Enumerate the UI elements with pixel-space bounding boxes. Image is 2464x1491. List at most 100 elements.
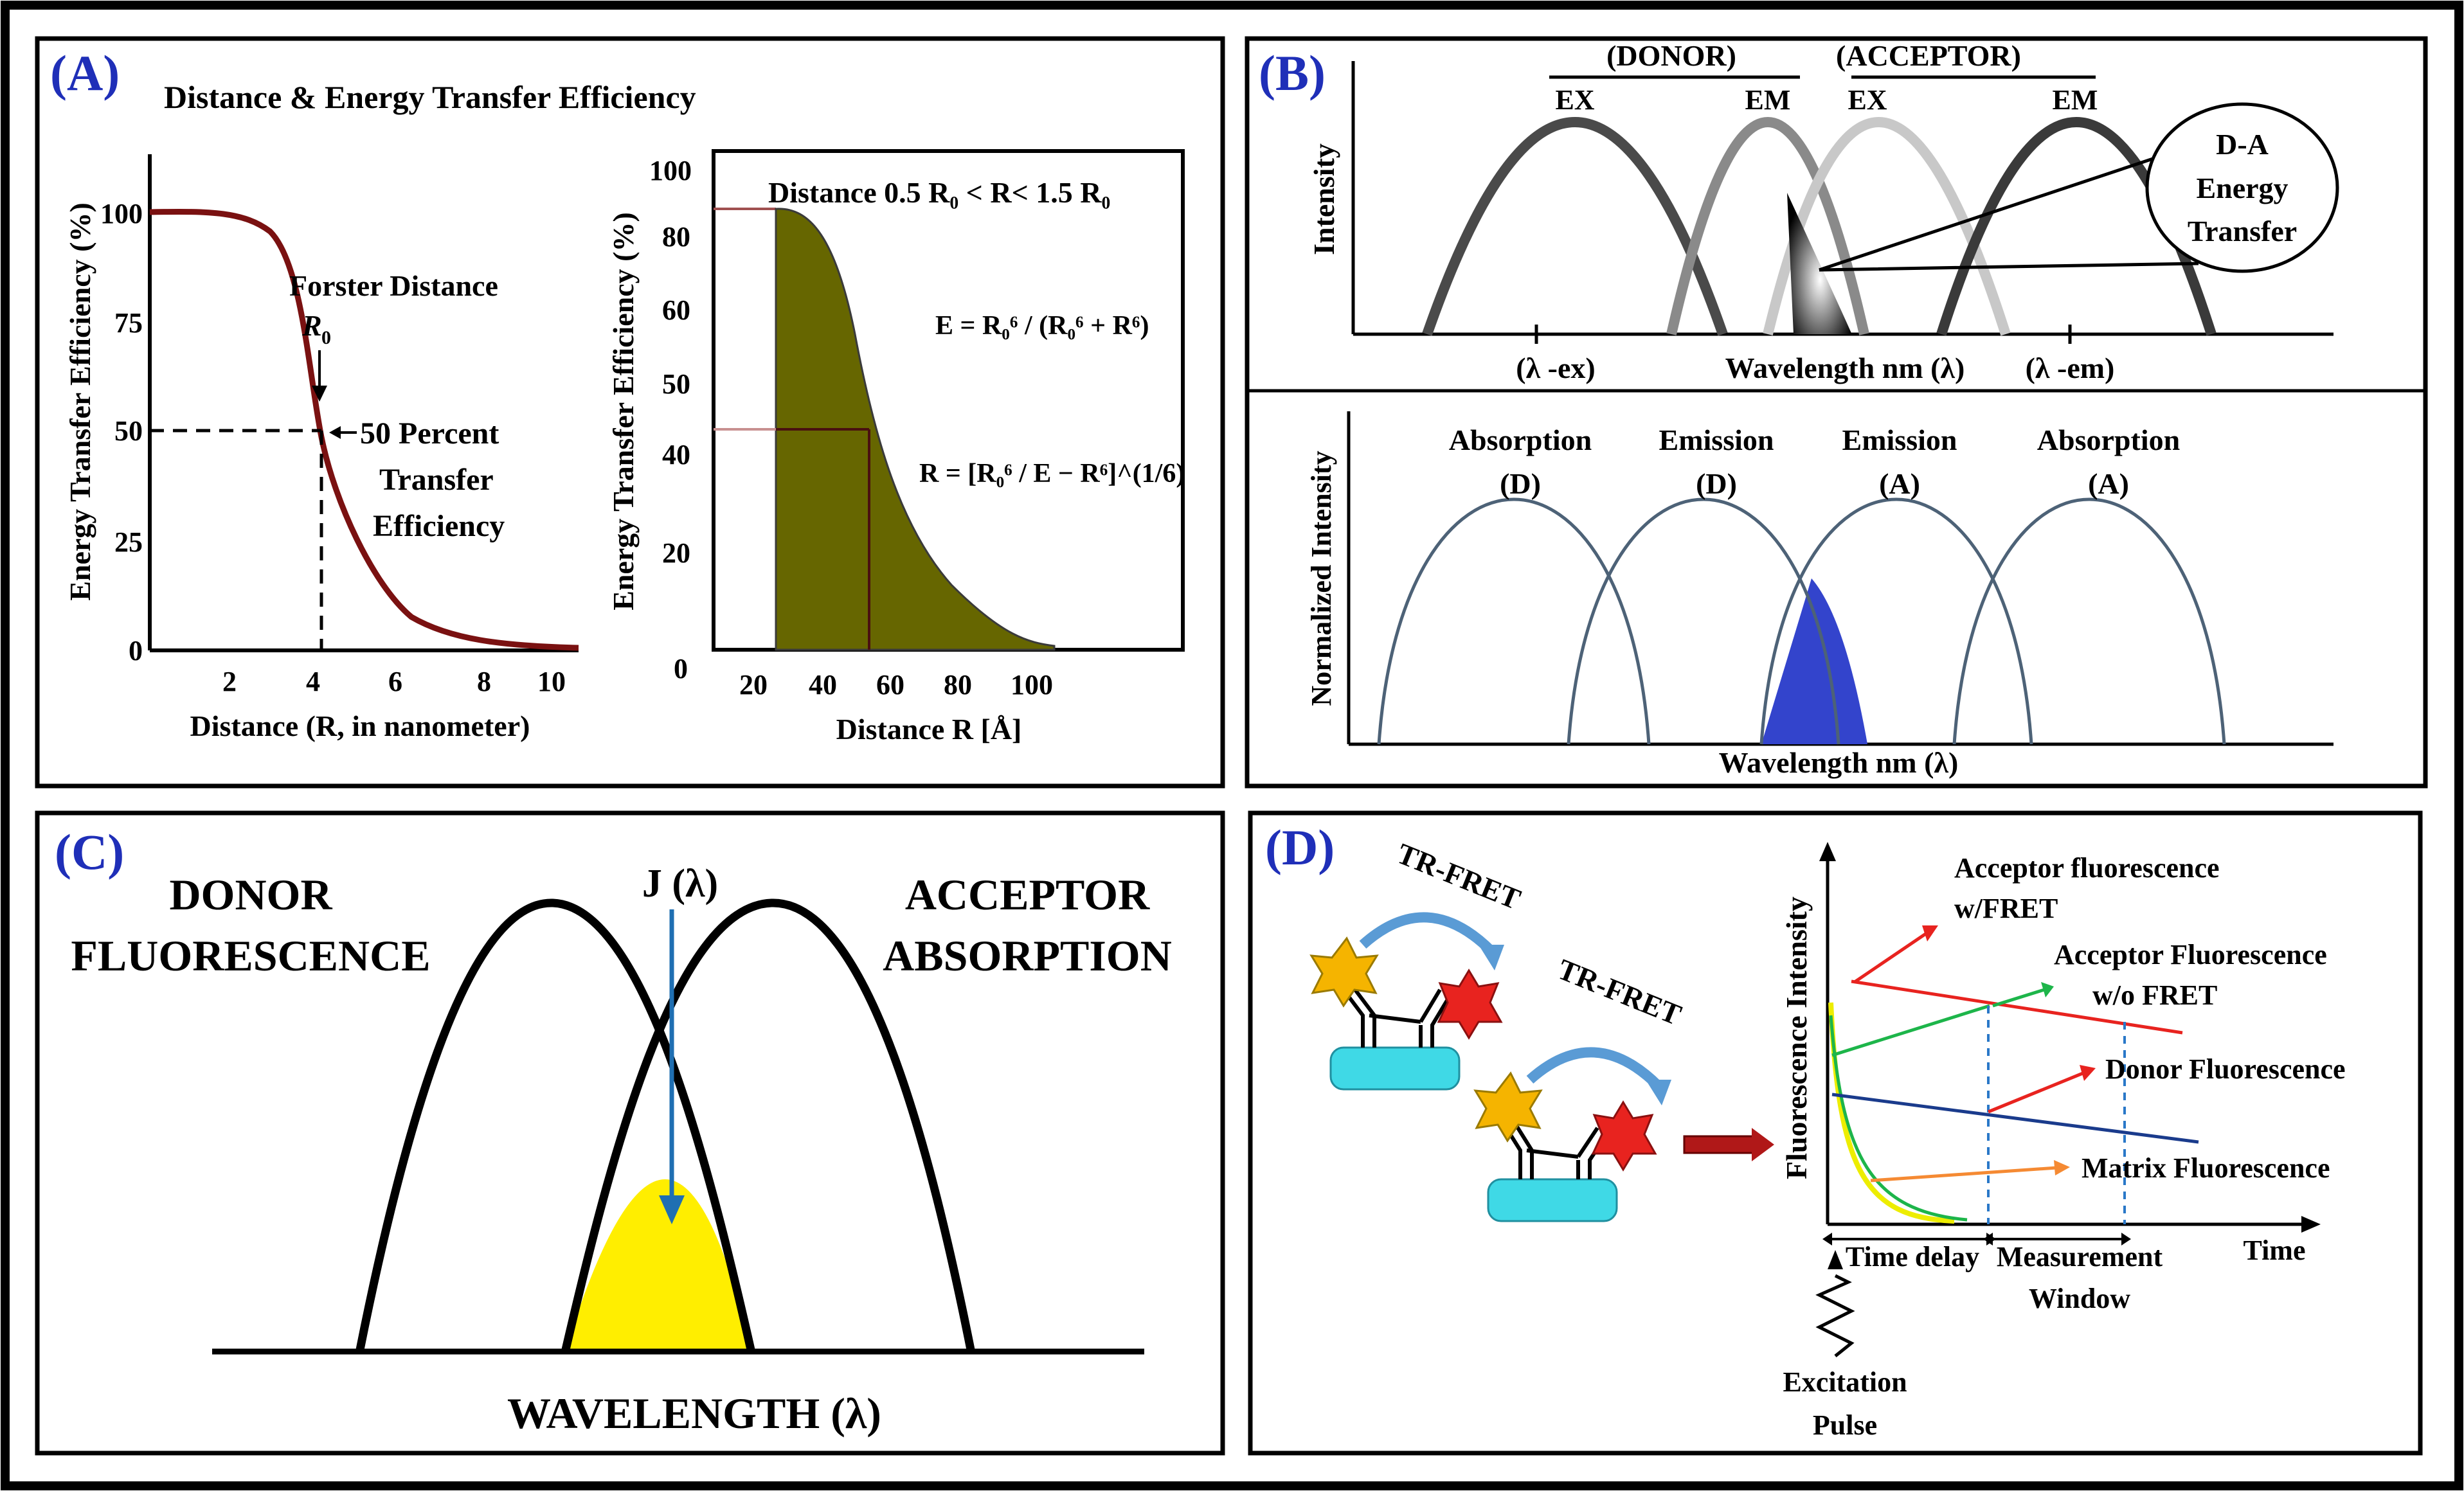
tr-y-label: Fluorescence Intensity (1780, 897, 1813, 1179)
sigmoid-chart: 100 75 50 25 0 2 4 6 8 10 Energy Transfe… (64, 154, 579, 742)
donor-em-curve (1666, 117, 1869, 335)
callout-pointer (1819, 146, 2199, 272)
panel-b-letter: (B) (1259, 45, 1326, 101)
donor-fluorophore-1 (1309, 936, 1379, 1008)
excitation-label-1: Excitation (1783, 1366, 1907, 1398)
acceptor-nofret-line (1831, 1004, 1990, 1057)
forster-label: Forster Distance (289, 269, 498, 302)
panel-c-letter: (C) (55, 824, 124, 880)
panel-b: (B) Intensity (λ -ex) Wavelength nm (λ) … (1245, 36, 2428, 789)
donor-fl-label: Donor Fluorescence (2105, 1053, 2346, 1085)
curve-label-1b: (D) (1500, 467, 1541, 500)
panel-a-frame (35, 36, 1225, 789)
antibody-2 (1502, 1123, 1611, 1179)
acceptor-label-1: ACCEPTOR (905, 870, 1150, 919)
window-bracket-left (1983, 1233, 1993, 1245)
donor-pointer (1988, 1071, 2083, 1114)
acceptor-nofret-label-1: Acceptor Fluorescence (2054, 939, 2327, 970)
acceptor-em-label: EM (2053, 84, 2098, 116)
measurement-label-1: Measurement (1997, 1241, 2163, 1272)
acceptor-nofret-pointer (1992, 988, 2045, 1008)
range-ytick: 20 (662, 537, 690, 569)
panel-d-letter: (D) (1265, 819, 1335, 875)
range-xtick: 100 (1011, 669, 1053, 701)
donor-label-1: DONOR (169, 870, 332, 919)
donor-label-2: FLUORESCENCE (71, 931, 430, 980)
range-fill (775, 208, 1056, 651)
panel-c: (C) J (λ) DONOR FLUORESCENCE ACCEPTOR AB… (35, 810, 1225, 1456)
distance-equation: R = [R₀⁶ / E − R⁶]^(1/6) (919, 459, 1185, 488)
acceptor-nofret-pointer-head (2041, 982, 2054, 997)
measurement-label-2: Window (2029, 1283, 2130, 1314)
range-xtick: 80 (944, 669, 972, 701)
window-bracket-right (2121, 1233, 2131, 1245)
matrix-pointer (1870, 1166, 2058, 1183)
block-arrow-shaft (1683, 1135, 1756, 1154)
sigmoid-ytick: 50 (114, 415, 143, 447)
curve-label-2b: (D) (1696, 467, 1737, 500)
time-delay-label: Time delay (1846, 1241, 1979, 1272)
efficiency-equation: E = R₀⁶ / (R₀⁶ + R⁶) (935, 311, 1149, 341)
range-xtick: 40 (809, 669, 837, 701)
lambda-em-label: (λ -em) (2026, 352, 2115, 384)
donor-line (1831, 1093, 2199, 1144)
sigmoid-ytick: 75 (114, 307, 143, 339)
overlap-yellow-fill (566, 1179, 751, 1350)
sigmoid-xtick: 8 (477, 666, 491, 697)
donor-fluorophore-2 (1473, 1071, 1543, 1143)
matrix-fl-label: Matrix Fluorescence (2082, 1152, 2330, 1184)
donor-fluorescence-curve (355, 898, 755, 1351)
block-arrow-head (1752, 1128, 1774, 1161)
percent-label-2: Transfer (379, 463, 494, 497)
j-arrow-head (659, 1195, 685, 1224)
callout-bubble (2145, 102, 2339, 273)
sigmoid-xtick: 4 (306, 666, 320, 697)
range-x-label: Distance R [Å] (836, 713, 1022, 746)
tr-x-axis-head (2301, 1216, 2321, 1233)
curve-label-1a: Absorption (1449, 424, 1592, 456)
donor-em-label: EM (1745, 84, 1791, 116)
range-xtick: 20 (739, 669, 768, 701)
time-delay-bracket-left (1822, 1233, 1832, 1245)
excitation-squiggle (1815, 1274, 1855, 1357)
forster-r: R (301, 309, 322, 342)
range-xtick: 60 (876, 669, 904, 701)
emission-d-arc (1567, 497, 1840, 745)
range-ytick: 40 (662, 439, 690, 470)
sigmoid-xtick: 6 (388, 666, 402, 697)
transfer-arrow-1-head (1479, 945, 1504, 970)
j-label: J (λ) (642, 862, 718, 906)
acceptor-nofret-label-2: w/o FRET (2092, 979, 2217, 1011)
acceptor-fret-line (1851, 979, 2183, 1035)
sigmoid-x-label: Distance (R, in nanometer) (190, 710, 530, 742)
spectra-y-label: Intensity (1308, 143, 1340, 255)
range-ytick: 0 (674, 653, 688, 684)
range-chart: 100 80 60 50 40 20 0 20 40 60 80 100 Ene… (607, 149, 1185, 746)
sigmoid-ytick: 100 (100, 198, 143, 229)
acceptor-fluorophore-2 (1591, 1100, 1657, 1172)
acceptor-absorption-curve (561, 898, 975, 1351)
absorption-d-arc (1377, 497, 1651, 745)
range-label: Distance 0.5 R₀ < R< 1.5 R₀ (768, 176, 1110, 209)
decay-green (1829, 1015, 1968, 1222)
time-label: Time (2244, 1235, 2306, 1266)
sigmoid-xtick: 2 (222, 666, 237, 697)
callout-line-2: Energy (2196, 172, 2288, 204)
donor-pointer-head (2080, 1065, 2096, 1081)
wavelength-label: WAVELENGTH (λ) (507, 1389, 881, 1438)
emission-a-arc (1759, 497, 2033, 745)
panel-a-title: Distance & Energy Transfer Efficiency (164, 79, 696, 115)
curve-label-3a: Emission (1842, 424, 1957, 456)
sigmoid-ytick: 25 (114, 526, 143, 558)
lambda-ex-label: (λ -ex) (1516, 352, 1595, 384)
tr-y-axis-head (1819, 842, 1836, 861)
callout-line-3: Transfer (2188, 215, 2297, 247)
range-ytick: 60 (662, 294, 690, 326)
spectra-x-label: Wavelength nm (λ) (1725, 352, 1965, 384)
range-ytick: 80 (662, 221, 690, 253)
acceptor-fret-pointer-head (1922, 925, 1938, 942)
acceptor-header: (ACCEPTOR) (1836, 39, 2021, 72)
range-ytick: 50 (662, 368, 690, 400)
antigen-1 (1329, 1046, 1461, 1091)
acceptor-fluorophore-1 (1437, 969, 1503, 1040)
